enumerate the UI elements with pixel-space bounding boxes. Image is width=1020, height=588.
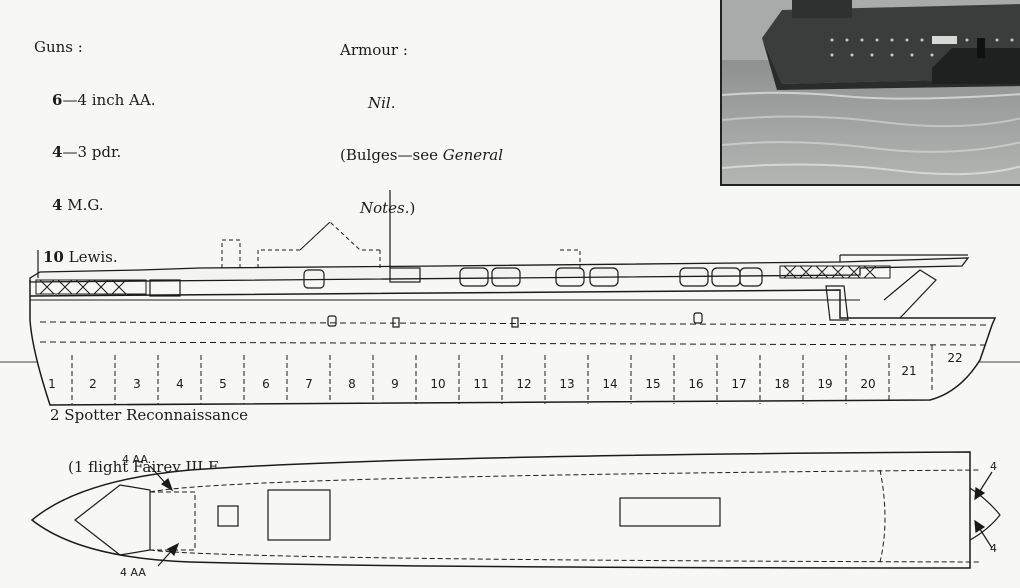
gun-arrows xyxy=(149,465,993,567)
compartment-number: 7 xyxy=(305,377,313,391)
plan-label-aft-top: 4 xyxy=(990,460,997,473)
flights-line-3: (1 flight Fairey III F, xyxy=(68,458,221,476)
compartment-number: 11 xyxy=(473,377,488,391)
plan-label-fwd-bottom: 4 AA xyxy=(120,566,146,579)
armour-spec-block: Armour : Nil. (Bulges—see General Notes.… xyxy=(340,7,503,235)
compartment-number: 12 xyxy=(516,377,531,391)
compartment-number: 15 xyxy=(645,377,660,391)
plan-labels: 4 AA. 4 AA 4 4 xyxy=(120,453,997,579)
compartment-number: 9 xyxy=(391,377,399,391)
guns-line-2: 4—3 pdr. xyxy=(52,143,122,161)
armour-value: Nil. xyxy=(368,93,396,112)
compartment-number: 20 xyxy=(860,377,875,391)
plan-lift-forward xyxy=(267,489,331,541)
ship-photo xyxy=(720,0,1020,186)
compartment-number: 6 xyxy=(262,377,270,391)
guns-line-1: 6—4 inch AA. xyxy=(52,90,156,109)
compartment-number: 14 xyxy=(602,377,617,391)
compartment-number: 17 xyxy=(731,377,746,391)
armour-heading: Armour : xyxy=(340,41,408,59)
guns-line-3: 4 M.G. xyxy=(52,195,104,214)
flights-line-1: 1 Fighter (Flycatcher). xyxy=(50,353,224,371)
ship-photo-drawing xyxy=(722,0,1020,184)
armour-note-line-2: Notes.) xyxy=(360,198,416,217)
compartment-number: 21 xyxy=(901,364,916,378)
compartment-number: 22 xyxy=(947,351,962,365)
flights-line-4: 1 flight Blackburn). xyxy=(68,510,217,529)
guns-spec-block: Guns : 6—4 inch AA. 4—3 pdr. 4 M.G. 10 L… xyxy=(34,4,248,547)
armour-note-line-1: (Bulges—see General xyxy=(340,146,504,164)
plan-lift-aft xyxy=(619,497,721,527)
compartment-number: 8 xyxy=(348,377,356,391)
compartment-number: 13 xyxy=(559,377,574,391)
guns-heading: Guns : xyxy=(34,38,83,56)
flights-line-2: 2 Spotter Reconnaissance xyxy=(50,405,249,424)
compartment-number: 18 xyxy=(774,377,789,391)
guns-line-4: 10 Lewis. xyxy=(43,248,118,266)
plan-label-aft-bottom: 4 xyxy=(990,542,997,555)
flights-heading: Flights carried : xyxy=(34,300,157,319)
compartment-number: 10 xyxy=(430,377,445,391)
compartment-number: 19 xyxy=(817,377,832,391)
compartment-number: 16 xyxy=(688,377,703,391)
